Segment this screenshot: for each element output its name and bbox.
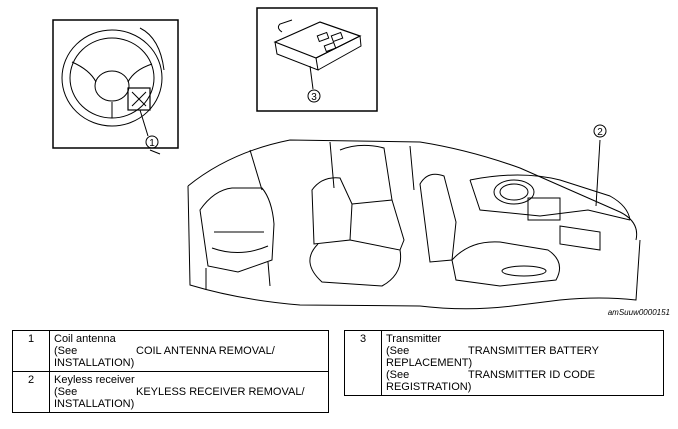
reference-link-cont[interactable]: INSTALLATION) <box>54 398 135 410</box>
legend-table-right: 3 Transmitter (See TRANSMITTER BATTERY RE… <box>344 330 664 396</box>
vehicle-interior-cutaway <box>149 124 641 310</box>
transmitter-inset <box>256 7 378 112</box>
reference-link[interactable]: COIL ANTENNA REMOVAL/ <box>136 345 275 357</box>
legend-table-left: 1 Coil antenna (See COIL ANTENNA REMOVAL/… <box>12 330 329 413</box>
callout-3-label: 3 <box>311 92 317 103</box>
legend-entry: Transmitter (See TRANSMITTER BATTERY REPL… <box>381 330 664 396</box>
legend-number: 3 <box>344 330 382 396</box>
legend-title: Coil antenna <box>54 333 116 345</box>
reference-link-cont[interactable]: REGISTRATION) <box>386 381 472 393</box>
callout-1-label: 1 <box>149 138 155 149</box>
legend-number: 1 <box>12 330 50 372</box>
see-label: (See <box>54 345 78 357</box>
steering-wheel-inset <box>52 19 179 149</box>
legend-entry: Keyless receiver (See KEYLESS RECEIVER RE… <box>49 371 329 413</box>
reference-link[interactable]: TRANSMITTER BATTERY <box>468 345 599 357</box>
callout-3-circle <box>307 89 321 103</box>
reference-link[interactable]: TRANSMITTER ID CODE <box>468 369 596 381</box>
legend-row: 3 Transmitter (See TRANSMITTER BATTERY RE… <box>344 330 664 396</box>
legend-entry: Coil antenna (See COIL ANTENNA REMOVAL/ I… <box>49 330 329 372</box>
legend-title: Transmitter <box>386 333 442 345</box>
reference-link-cont[interactable]: INSTALLATION) <box>54 357 135 369</box>
callout-1-circle <box>145 135 159 149</box>
figure-identifier: amSuuw0000151 <box>607 308 670 317</box>
see-label: (See <box>386 345 410 357</box>
callout-2-label: 2 <box>597 127 603 138</box>
reference-link[interactable]: KEYLESS RECEIVER REMOVAL/ <box>136 386 305 398</box>
callout-2-circle <box>593 124 607 138</box>
see-label: (See <box>54 386 78 398</box>
see-label: (See <box>386 369 410 381</box>
legend-title: Keyless receiver <box>54 374 135 386</box>
legend-row: 1 Coil antenna (See COIL ANTENNA REMOVAL/… <box>12 330 329 372</box>
legend-number: 2 <box>12 371 50 413</box>
legend-row: 2 Keyless receiver (See KEYLESS RECEIVER … <box>12 371 329 413</box>
component-location-illustration: 1 3 2 <box>52 7 641 310</box>
reference-link-cont[interactable]: REPLACEMENT) <box>386 357 473 369</box>
